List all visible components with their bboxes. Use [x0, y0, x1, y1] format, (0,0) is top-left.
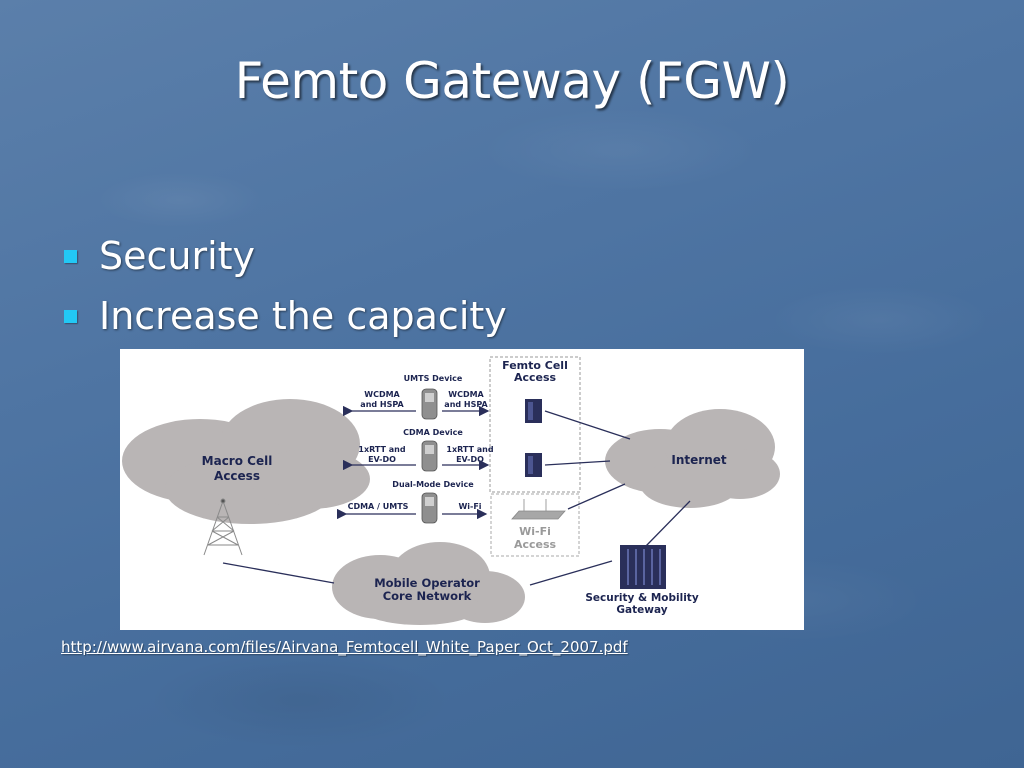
rtt-left-label-2: EV-DO: [368, 455, 396, 464]
diagram-canvas: Macro Cell Access Internet Mobile Operat…: [122, 356, 780, 625]
femto-access-label-2: Access: [514, 371, 557, 384]
core-network-cloud: [332, 542, 525, 625]
cdma-umts-label: CDMA / UMTS: [348, 502, 409, 511]
reference-link[interactable]: http://www.airvana.com/files/Airvana_Fem…: [61, 638, 628, 656]
gateway-server-icon: [620, 545, 666, 589]
dual-mode-device-label: Dual-Mode Device: [392, 480, 474, 489]
bullet-list: Security Increase the capacity: [62, 226, 507, 346]
femto-access-label-1: Femto Cell: [502, 359, 568, 372]
wifi-access-label-1: Wi-Fi: [519, 525, 551, 538]
security-gateway-label-2: Gateway: [616, 604, 667, 616]
wifi-link-label: Wi-Fi: [458, 502, 481, 511]
bullet-text: Security: [99, 234, 256, 278]
dual-mode-phone-icon: [421, 492, 438, 524]
device-link-arrows: [336, 405, 490, 520]
femtocell-network-diagram: Macro Cell Access Internet Mobile Operat…: [120, 349, 804, 630]
cdma-device-label: CDMA Device: [403, 428, 463, 437]
bullet-square-icon: [64, 309, 77, 323]
cdma-phone-icon: [421, 440, 438, 472]
femto-ap-icon: [525, 399, 542, 423]
umts-device-label: UMTS Device: [404, 374, 463, 383]
security-gateway-label-1: Security & Mobility: [585, 592, 698, 604]
rtt-right-label-2: EV-DO: [456, 455, 484, 464]
wifi-router-icon: [511, 499, 566, 520]
core-network-label-2: Core Network: [383, 589, 472, 603]
rtt-right-label-1: 1xRTT and: [446, 445, 494, 454]
bullet-text: Increase the capacity: [99, 294, 507, 338]
core-network-label-1: Mobile Operator: [374, 576, 480, 590]
internet-label: Internet: [671, 453, 726, 467]
wcdma-right-label-2: and HSPA: [444, 400, 488, 409]
macro-cell-label-2: Access: [214, 469, 260, 483]
umts-phone-icon: [421, 388, 438, 420]
rtt-left-label-1: 1xRTT and: [358, 445, 406, 454]
internet-links: [222, 410, 691, 586]
cell-tower-icon: [203, 498, 243, 556]
bullet-item: Increase the capacity: [62, 286, 507, 346]
wcdma-left-label-1: WCDMA: [364, 390, 400, 399]
wcdma-right-label-1: WCDMA: [448, 390, 484, 399]
femto-ap-icon: [525, 453, 542, 477]
slide-title: Femto Gateway (FGW): [234, 52, 790, 110]
macro-cell-label-1: Macro Cell: [202, 454, 273, 468]
wifi-access-label-2: Access: [514, 538, 557, 551]
wcdma-left-label-2: and HSPA: [360, 400, 404, 409]
internet-cloud: [605, 409, 780, 508]
bullet-square-icon: [64, 249, 77, 263]
femto-access-box: [489, 356, 581, 493]
bullet-item: Security: [62, 226, 507, 286]
macro-cell-cloud: [122, 399, 370, 524]
